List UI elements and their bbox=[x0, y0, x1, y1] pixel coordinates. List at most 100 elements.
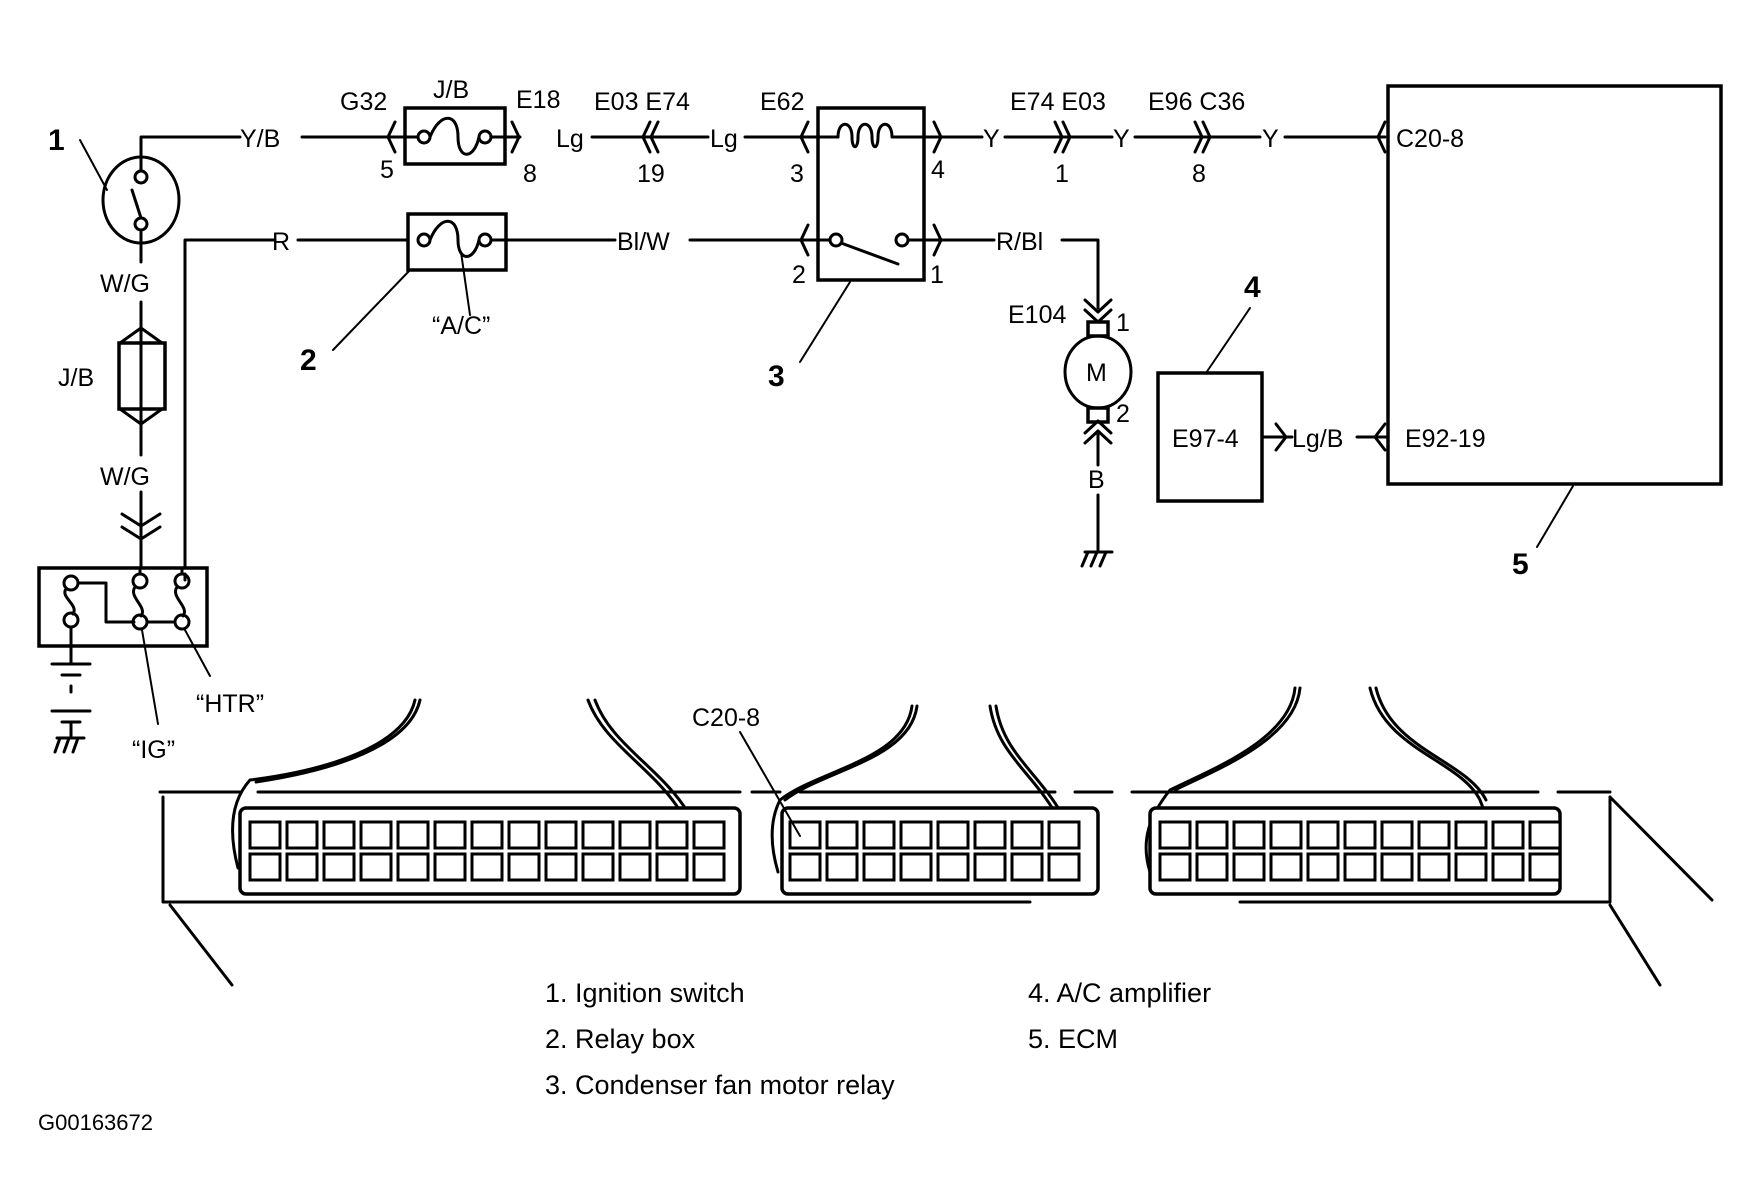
connector-pin-cell bbox=[825, 852, 859, 882]
pin-8-c36: 8 bbox=[1192, 160, 1206, 188]
connector-pin-cell bbox=[825, 820, 859, 850]
ecm-pin-c20-8: C20-8 bbox=[1396, 125, 1464, 153]
connector-pin-cell bbox=[692, 820, 726, 850]
connector-pin-cell bbox=[1232, 852, 1266, 882]
fuse-label-ig: “IG” bbox=[132, 736, 175, 764]
wire-label-lg-1: Lg bbox=[556, 125, 584, 153]
callout-2-leader bbox=[332, 269, 411, 351]
connector-pin-cell bbox=[433, 820, 467, 850]
connector-pin-cell bbox=[248, 820, 282, 850]
connector-pin-cell bbox=[1343, 820, 1377, 850]
connector-pin-cell bbox=[1306, 852, 1340, 882]
relay-pin-2: 2 bbox=[792, 261, 806, 289]
junction-block-fuse bbox=[386, 106, 522, 166]
wire-label-yb: Y/B bbox=[240, 125, 280, 153]
battery-icon bbox=[50, 625, 92, 740]
callout-3-leader bbox=[799, 281, 851, 363]
connector-pin-cell bbox=[396, 852, 430, 882]
connector-pin-cell bbox=[973, 820, 1007, 850]
pin-8: 8 bbox=[523, 160, 537, 188]
connector-pin-cell bbox=[285, 852, 319, 882]
ecm-connector-callout: C20-8 bbox=[692, 704, 760, 732]
connector-pin-cell bbox=[470, 820, 504, 850]
connector-pin-grid bbox=[248, 820, 1562, 882]
connector-pin-cell bbox=[1232, 820, 1266, 850]
ac-amplifier-box bbox=[1156, 371, 1264, 503]
connector-pin-cell bbox=[544, 820, 578, 850]
legend-item: 4. A/C amplifier bbox=[1028, 978, 1212, 1008]
connector-pin-cell bbox=[618, 852, 652, 882]
connector-e18: E18 bbox=[516, 86, 560, 114]
connector-pin-cell bbox=[544, 852, 578, 882]
relay-pin-4: 4 bbox=[931, 156, 945, 184]
fuse-block bbox=[37, 566, 209, 648]
connector-pin-cell bbox=[581, 852, 615, 882]
pin-1: 1 bbox=[1055, 160, 1069, 188]
wire-label-rbl: R/Bl bbox=[996, 228, 1043, 256]
connector-pin-cell bbox=[396, 820, 430, 850]
connector-pin-cell bbox=[507, 852, 541, 882]
connector-pin-cell bbox=[899, 852, 933, 882]
connector-pin-cell bbox=[1417, 820, 1451, 850]
condenser-fan-motor-relay bbox=[799, 106, 943, 282]
connector-pin-cell bbox=[1380, 852, 1414, 882]
condenser-fan-motor bbox=[1063, 298, 1133, 554]
connector-pin-cell bbox=[788, 820, 822, 850]
connector-pin-cell bbox=[862, 820, 896, 850]
relay-pin-3: 3 bbox=[790, 160, 804, 188]
callout-3: 3 bbox=[768, 360, 785, 393]
callout-5-leader bbox=[1536, 485, 1574, 548]
connector-pin-cell bbox=[1158, 820, 1192, 850]
connector-pin-cell bbox=[322, 820, 356, 850]
ignition-switch bbox=[101, 135, 242, 264]
callout-5: 5 bbox=[1512, 548, 1529, 581]
wire-label-y-3: Y bbox=[1262, 125, 1279, 153]
connector-pin-cell bbox=[1010, 852, 1044, 882]
connector-pin-cell bbox=[1269, 852, 1303, 882]
connector-pin-cell bbox=[788, 852, 822, 882]
ground-icon bbox=[1080, 550, 1114, 568]
pin-5: 5 bbox=[380, 156, 394, 184]
fuse-label-ac: “A/C” bbox=[432, 312, 490, 340]
callout-1-leader bbox=[79, 139, 108, 191]
connector-pin-cell bbox=[1454, 852, 1488, 882]
callout-1: 1 bbox=[48, 124, 65, 157]
connector-pin-cell bbox=[1047, 820, 1081, 850]
connector-pin-cell bbox=[1195, 852, 1229, 882]
connector-pin-cell bbox=[1195, 820, 1229, 850]
connector-pin-cell bbox=[1380, 820, 1414, 850]
relay-pin-1: 1 bbox=[930, 261, 944, 289]
connector-pin-cell bbox=[1158, 852, 1192, 882]
wire-label-y-1: Y bbox=[983, 125, 1000, 153]
wire-label-r: R bbox=[272, 228, 290, 256]
connector-pair-e74-e03: E74 E03 bbox=[1010, 88, 1106, 116]
ecm-box bbox=[1386, 84, 1723, 486]
connector-pin-cell bbox=[1417, 852, 1451, 882]
connector-pin-cell bbox=[248, 852, 282, 882]
connector-pin-cell bbox=[1343, 852, 1377, 882]
wire-label-y-2: Y bbox=[1113, 125, 1130, 153]
legend-item: 2. Relay box bbox=[545, 1024, 696, 1054]
wire-label-lg-2: Lg bbox=[710, 125, 738, 153]
connector-pin-cell bbox=[322, 852, 356, 882]
connector-pair-e03-e74: E03 E74 bbox=[594, 88, 690, 116]
connector-pin-cell bbox=[1269, 820, 1303, 850]
relay-box-ac-fuse bbox=[406, 212, 617, 272]
connector-pin-cell bbox=[655, 820, 689, 850]
motor-symbol: M bbox=[1086, 359, 1107, 387]
motor-pin-1: 1 bbox=[1116, 309, 1130, 337]
connector-pin-cell bbox=[1047, 852, 1081, 882]
connector-pin-cell bbox=[936, 820, 970, 850]
connector-pin-cell bbox=[1454, 820, 1488, 850]
connector-pin-cell bbox=[359, 852, 393, 882]
connector-pin-cell bbox=[1491, 852, 1525, 882]
connector-pin-cell bbox=[1010, 820, 1044, 850]
connector-e104: E104 bbox=[1008, 301, 1066, 329]
connector-pin-cell bbox=[862, 852, 896, 882]
legend-item: 5. ECM bbox=[1028, 1024, 1119, 1054]
callout-4-leader bbox=[1205, 307, 1251, 374]
wire-label-lgb: Lg/B bbox=[1292, 425, 1343, 453]
pin-19: 19 bbox=[637, 160, 665, 188]
connector-pin-cell bbox=[899, 820, 933, 850]
